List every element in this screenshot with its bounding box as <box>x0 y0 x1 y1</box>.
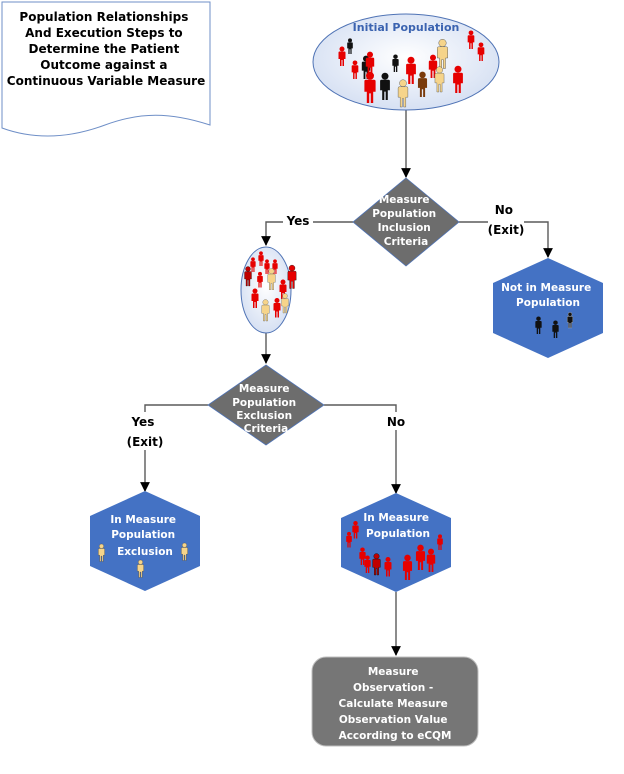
inclusion-no-label: No (Exit) <box>488 203 525 237</box>
not-in-measure-population-node: Not in Measure Population <box>493 258 603 358</box>
in-measure-population-node: In Measure Population <box>341 493 451 592</box>
inclusion-yes-label: Yes <box>286 214 310 228</box>
initial-population-node: Initial Population <box>312 13 500 111</box>
connectors <box>140 110 553 656</box>
inclusion-decision: Measure Population Inclusion Criteria <box>352 177 460 267</box>
exclusion-decision-label: Measure Population Exclusion Criteria <box>232 383 300 435</box>
title-line: Population Relationships And Execution S… <box>7 10 205 88</box>
not-in-measure-population-label: Not in Measure Population <box>501 282 595 309</box>
exclusion-decision: Measure Population Exclusion Criteria <box>207 364 325 446</box>
included-population-node <box>240 246 297 334</box>
inclusion-decision-label: Measure Population Inclusion Criteria <box>372 194 440 248</box>
connector-exclusion-no <box>324 404 401 494</box>
measure-observation-label: Measure Observation - Calculate Measure … <box>339 666 452 742</box>
title-document: Population Relationships And Execution S… <box>1 1 211 137</box>
exclusion-no-label: No <box>387 415 405 429</box>
measure-observation-node: Measure Observation - Calculate Measure … <box>311 656 479 747</box>
initial-population-label: Initial Population <box>353 21 460 34</box>
exclusion-yes-label: Yes (Exit) <box>127 415 164 449</box>
connector-inclusion-yes <box>261 221 353 246</box>
in-measure-population-exclusion-node: In Measure Population Exclusion <box>90 491 200 591</box>
connector-exclusion-yes <box>140 404 208 492</box>
in-measure-population-label: In Measure Population <box>363 512 432 540</box>
in-measure-population-exclusion-label: In Measure Population Exclusion <box>110 514 179 558</box>
